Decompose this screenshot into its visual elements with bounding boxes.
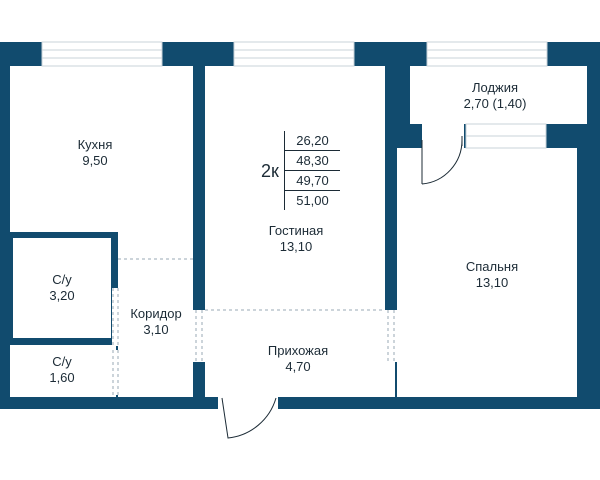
area-value-total: 51,00 [284,191,340,210]
bathroom-2-floor [10,345,116,397]
kitchen-area: 9,50 [82,153,108,168]
bedroom-floor [397,148,577,397]
kitchen-window [41,41,163,67]
living-room-area: 13,10 [279,239,313,254]
bathroom-2-name: С/у [52,354,72,369]
kitchen-floor [10,66,193,232]
bedroom-name: Спальня [465,259,519,274]
hallway-floor [205,310,395,397]
bedroom-area: 13,10 [475,275,509,290]
loggia-floor [410,66,587,124]
windows [41,41,548,67]
area-value-total-with-loggia-coef: 49,70 [284,171,340,191]
bathroom-2-area: 1,60 [49,370,75,385]
kitchen-label: Кухня 9,50 [50,137,140,169]
hallway-area: 4,70 [285,359,311,374]
living-room-name: Гостиная [268,223,324,238]
bathroom-1-name: С/у [52,272,72,287]
hallway-label: Прихожая 4,70 [246,343,350,375]
living-room-window [233,41,355,67]
loggia-window [426,41,548,67]
bathroom-2-label: С/у 1,60 [22,354,102,386]
bathroom-1-label: С/у 3,20 [22,272,102,304]
kitchen-name: Кухня [77,137,113,152]
corridor-name: Коридор [130,306,182,321]
hallway-name: Прихожая [267,343,329,358]
area-values: 26,20 48,30 49,70 51,00 [284,131,340,211]
bathroom-1-area: 3,20 [49,288,75,303]
corridor-area: 3,10 [143,322,169,337]
living-room-label: Гостиная 13,10 [248,223,344,255]
bathroom-1-floor [13,238,111,338]
bedroom-label: Спальня 13,10 [444,259,540,291]
corridor-label: Коридор 3,10 [116,306,196,338]
entrance-door [218,397,278,439]
area-value-total-without-loggia: 48,30 [284,151,340,171]
area-summary-box: 2к 26,20 48,30 49,70 51,00 [256,131,340,211]
area-value-living: 26,20 [284,131,340,151]
loggia-label: Лоджия 2,70 (1,40) [440,80,550,112]
loggia-bedroom-window [465,123,547,149]
apartment-type: 2к [261,160,279,181]
loggia-area: 2,70 (1,40) [463,96,527,111]
loggia-name: Лоджия [471,80,519,95]
living-room-floor [205,66,385,310]
loggia-door [421,124,464,185]
thresholds [112,258,397,395]
